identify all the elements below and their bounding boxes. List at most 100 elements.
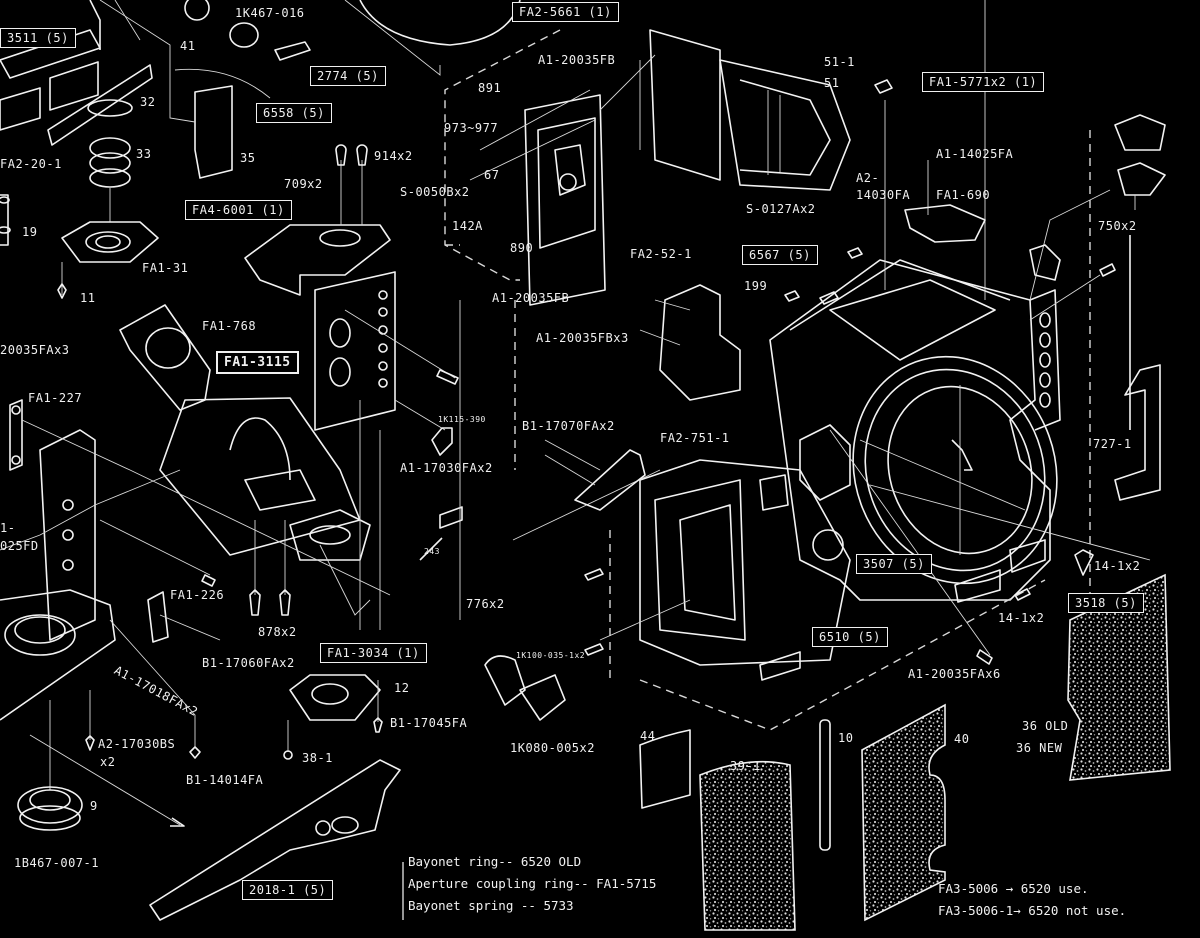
part-label: A1-20035FB — [538, 53, 616, 67]
part-label: 36 OLD — [1022, 719, 1069, 733]
part-label: 878x2 — [258, 625, 297, 639]
part-label: 14030FA — [856, 188, 911, 202]
part-label: 025FD — [0, 539, 39, 553]
part-label: B1-17045FA — [390, 716, 468, 730]
part-label: A1-20035FB — [492, 291, 570, 305]
part-label: 142A — [452, 219, 483, 233]
part-box-6510: 6510 (5) — [812, 627, 888, 647]
part-label: FA2-52-1 — [630, 247, 692, 261]
baseplate-assembly — [0, 589, 401, 921]
part-label: FA2-751-1 — [660, 431, 730, 445]
bayonet-notes: Bayonet ring-- 6520 OLD Aperture couplin… — [408, 851, 656, 917]
part-box-fa1-3034: FA1-3034 (1) — [320, 643, 427, 663]
part-label: A2- — [856, 171, 880, 185]
part-label: A1-17030FAx2 — [400, 461, 493, 475]
part-label: 1K080-005x2 — [510, 741, 595, 755]
part-box-fa1-3115: FA1-3115 — [216, 351, 299, 374]
note-line: Bayonet ring-- 6520 OLD — [408, 854, 582, 869]
part-label: 1- — [0, 521, 16, 535]
part-label: 35 — [240, 151, 256, 165]
part-label: 44 — [640, 729, 656, 743]
mirror-box-assembly — [0, 304, 463, 643]
note-line: FA3-5006 → 6520 use. — [938, 881, 1089, 896]
part-box-fa2-5661: FA2-5661 (1) — [512, 2, 619, 22]
part-label: 67 — [484, 168, 500, 182]
bracket-assembly — [544, 79, 893, 511]
part-label: 12 — [394, 681, 410, 695]
note-line: FA3-5006-1→ 6520 not use. — [938, 903, 1127, 918]
part-label: B1-17070FAx2 — [522, 419, 615, 433]
leatherette-39-1 — [699, 760, 796, 931]
part-label: 1K100-035-1x2 — [516, 651, 586, 660]
cover-44 — [639, 729, 691, 809]
part-label: 709x2 — [284, 177, 323, 191]
part-label: 10 — [838, 731, 854, 745]
camera-body — [512, 0, 1151, 731]
part-label: 11 — [80, 291, 96, 305]
part-label: A2-17030BS — [98, 737, 176, 751]
part-box-3507: 3507 (5) — [856, 554, 932, 574]
part-box-6558: 6558 (5) — [256, 103, 332, 123]
part-label: A1-20035FAx6 — [908, 667, 1001, 681]
part-label: FA1-226 — [170, 588, 225, 602]
part-label: 36 NEW — [1016, 741, 1063, 755]
part-label: FA1-690 — [936, 188, 991, 202]
part-box-2018-1: 2018-1 (5) — [242, 880, 334, 900]
leatherette-parts — [484, 573, 1171, 931]
part-label: FA1-768 — [202, 319, 257, 333]
shutter-board-assembly — [344, 0, 851, 306]
part-label: 1B467-007-1 — [14, 856, 99, 870]
part-label: 9 — [90, 799, 98, 813]
part-label: A1-20035FBx3 — [536, 331, 629, 345]
part-label: B1-14014FA — [186, 773, 264, 787]
fa1-3034-ring — [283, 300, 461, 760]
part-label: S-0127Ax2 — [746, 202, 816, 216]
part-label: 1K467-016 — [235, 6, 305, 20]
part-box-6567: 6567 (5) — [742, 245, 818, 265]
part-label: 20035FAx3 — [0, 343, 70, 357]
part-label: 39-1 — [730, 759, 761, 773]
part-label: x2 — [100, 755, 116, 769]
part-label: S-0050Bx2 — [400, 185, 470, 199]
part-label: 776x2 — [466, 597, 505, 611]
part-label: 14-1x2 — [1094, 559, 1141, 573]
part-label: 51-1 — [824, 55, 855, 69]
part-label: 51 — [824, 76, 840, 90]
part-label: 727-1 — [1093, 437, 1132, 451]
part-label: FA2-20-1 — [0, 157, 62, 171]
part-label: 1K115-390 — [438, 415, 486, 424]
leatherette-36 — [1067, 573, 1171, 781]
part-box-2774: 2774 (5) — [310, 66, 386, 86]
part-label: 33 — [136, 147, 152, 161]
part-label: 40 — [954, 732, 970, 746]
part-label: 32 — [140, 95, 156, 109]
part-label: 14-1x2 — [998, 611, 1045, 625]
center-plate-assembly — [244, 144, 459, 456]
part-label: 19 — [22, 225, 38, 239]
right-side-parts — [759, 114, 1166, 681]
part-label: 890 — [510, 241, 534, 255]
part-box-fa4-6001: FA4-6001 (1) — [185, 200, 292, 220]
part-label: 41 — [180, 39, 196, 53]
part-label: FA1-31 — [142, 261, 189, 275]
part-box-3511: 3511 (5) — [0, 28, 76, 48]
part-box-3518: 3518 (5) — [1068, 593, 1144, 613]
part-label: B1-17060FAx2 — [202, 656, 295, 670]
part-label: A1-14025FA — [936, 147, 1014, 161]
part-label: 973~977 — [444, 121, 499, 135]
part-label: 243 — [424, 547, 440, 556]
strip-10 — [819, 719, 831, 851]
leatherette-40 — [861, 703, 946, 922]
part-label: 914x2 — [374, 149, 413, 163]
part-label: 891 — [478, 81, 502, 95]
top-left-assembly — [0, 0, 311, 299]
fa3-5006-notes: FA3-5006 → 6520 use. FA3-5006-1→ 6520 no… — [938, 878, 1126, 922]
part-label: FA1-227 — [28, 391, 83, 405]
part-label: 199 — [744, 279, 768, 293]
note-line: Bayonet spring -- 5733 — [408, 898, 574, 913]
note-line: Aperture coupling ring-- FA1-5715 — [408, 876, 657, 891]
part-label: 750x2 — [1098, 219, 1137, 233]
part-label: 38-1 — [302, 751, 333, 765]
